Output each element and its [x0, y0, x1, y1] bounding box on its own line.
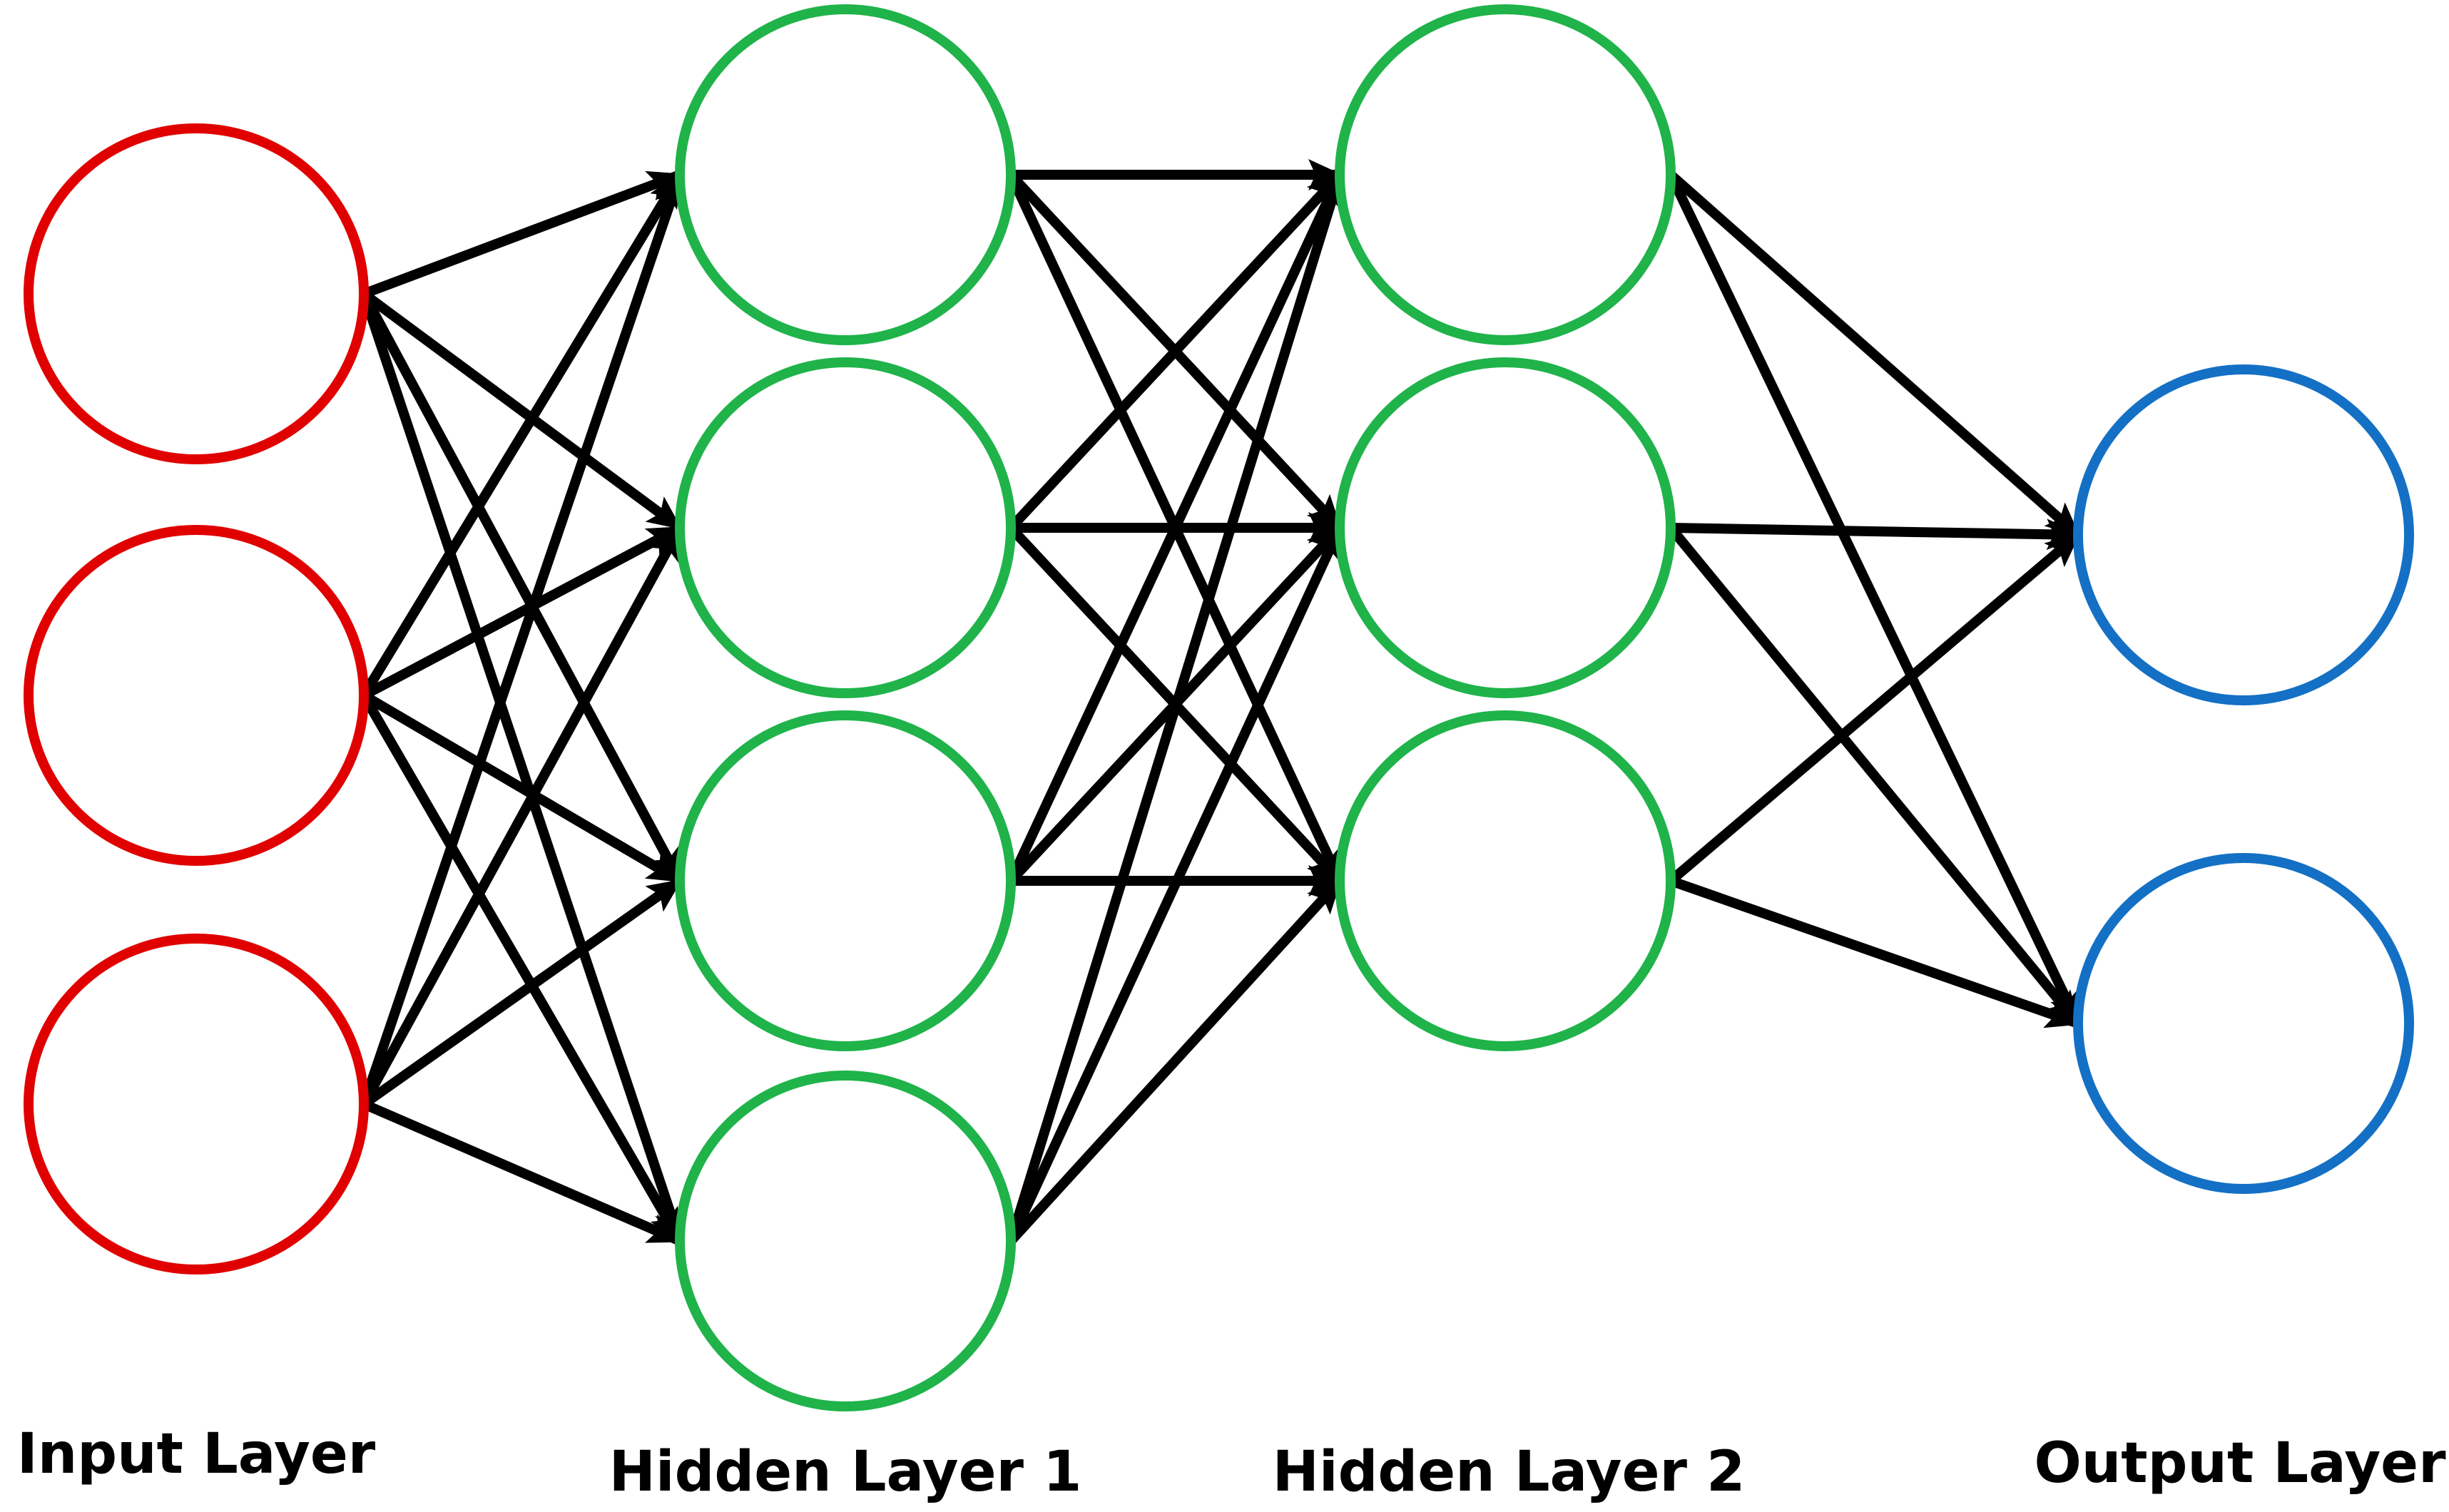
- connection-arrow-input-3-to-hidden-1-3: [360, 877, 683, 1108]
- connection-arrow-input-1-to-hidden-1-4: [359, 292, 685, 1244]
- neuron-input-3: [24, 934, 369, 1275]
- connection-arrow-input-3-to-hidden-1-2: [359, 525, 685, 1107]
- connection-arrow-hidden-2-2-to-output-1: [1670, 519, 2081, 551]
- connection-arrow-hidden-2-1-to-output-2: [1666, 172, 2083, 1026]
- connection-arrow-input-2-to-hidden-1-4: [359, 693, 685, 1244]
- connection-arrow-hidden-1-4-to-hidden-2-2: [1006, 525, 1345, 1243]
- neuron-hidden-1-3: [675, 710, 1016, 1051]
- connection-arrow-hidden-2-3-to-output-1: [1667, 531, 2082, 885]
- connection-arrow-input-2-to-hidden-1-2: [361, 523, 683, 700]
- connection-arrow-input-3-to-hidden-1-4: [362, 1099, 683, 1246]
- connection-arrow-input-1-to-hidden-1-1: [362, 170, 683, 299]
- neuron-input-1: [24, 123, 369, 464]
- neuron-output-2: [2073, 853, 2414, 1194]
- neuron-hidden-2-1: [1335, 4, 1676, 345]
- connection-arrow-input-2-to-hidden-1-1: [360, 172, 684, 698]
- neuron-input-2: [24, 525, 369, 866]
- connection-arrow-input-1-to-hidden-1-2: [360, 290, 683, 532]
- connection-arrow-hidden-1-4-to-hidden-2-1: [1006, 172, 1346, 1243]
- layer-label-output: Output Layer: [2034, 1431, 2446, 1496]
- neurons-group: [24, 4, 2414, 1411]
- connection-arrow-hidden-2-2-to-output-2: [1666, 524, 2082, 1027]
- neuron-hidden-2-3: [1335, 710, 1676, 1051]
- connection-arrow-hidden-2-1-to-output-1: [1667, 170, 2082, 539]
- neuron-hidden-1-1: [675, 4, 1016, 345]
- connections-group: [359, 159, 2083, 1246]
- connection-arrow-input-2-to-hidden-1-3: [361, 690, 683, 886]
- connection-arrow-hidden-1-2-to-hidden-2-1: [1007, 171, 1344, 531]
- layer-label-input: Input Layer: [17, 1422, 376, 1486]
- connection-arrow-hidden-2-3-to-output-2: [1669, 876, 2081, 1028]
- layer-labels-group: Input Layer Hidden Layer 1 Hidden Layer …: [17, 1422, 2446, 1504]
- connection-arrow-hidden-1-4-to-hidden-2-3: [1007, 877, 1344, 1245]
- layer-label-hidden-1: Hidden Layer 1: [609, 1440, 1082, 1504]
- neuron-hidden-2-2: [1335, 357, 1676, 698]
- connection-arrow-input-3-to-hidden-1-1: [359, 172, 685, 1106]
- neuron-hidden-1-4: [675, 1071, 1016, 1411]
- layer-label-hidden-2: Hidden Layer 2: [1273, 1440, 1746, 1504]
- connection-arrow-hidden-1-3-to-hidden-2-1: [1006, 172, 1345, 883]
- neuron-output-1: [2073, 364, 2414, 705]
- neuron-hidden-1-2: [675, 357, 1016, 698]
- connection-arrow-input-1-to-hidden-1-3: [359, 291, 685, 884]
